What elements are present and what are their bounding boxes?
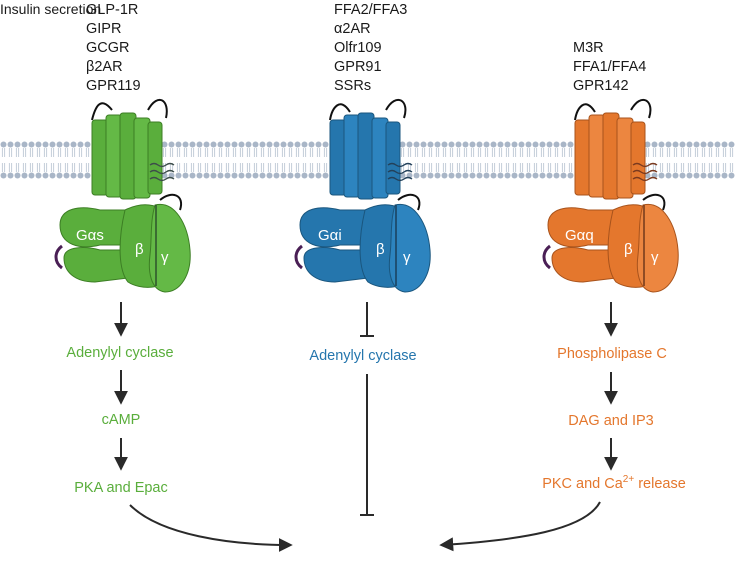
curved-arrow [129, 504, 293, 552]
receptor-name: M3R [573, 40, 604, 56]
receptor-name: Olfr109 [334, 40, 382, 56]
gs-g-protein [54, 203, 191, 293]
gamma-subunit-label: γ [403, 249, 411, 266]
gamma-subunit-label: γ [651, 249, 659, 266]
receptor-name: α2AR [334, 21, 371, 37]
gs-receptor-icon [91, 98, 183, 211]
alpha-subunit-label: Gαq [565, 227, 594, 244]
gq-receptor-icon [574, 98, 666, 211]
receptor-name: GIPR [86, 21, 121, 37]
receptor-name: FFA2/FFA3 [334, 2, 407, 18]
receptor-name: GPR142 [573, 78, 629, 94]
receptor-name: GLP-1R [86, 2, 138, 18]
receptor-name: GPR119 [86, 78, 141, 94]
gq-g-protein [542, 203, 679, 293]
receptor-name: GPR91 [334, 59, 382, 75]
receptor-name: GCGR [86, 40, 130, 56]
receptor-name: β2AR [86, 59, 123, 75]
receptor-name: SSRs [334, 78, 371, 94]
pathway-step: Adenylyl cyclase [66, 345, 173, 361]
pathway-step: cAMP [102, 412, 141, 428]
final-step-superscript: 2+ [623, 474, 635, 485]
final-step-prefix: PKC and Ca [542, 476, 624, 492]
pathway-step: PKC and Ca2+ release [542, 474, 686, 492]
beta-subunit-label: β [135, 241, 144, 258]
pathway-step: DAG and IP3 [568, 413, 653, 429]
alpha-subunit-label: Gαi [318, 227, 342, 244]
curved-arrow [439, 501, 601, 552]
pathway-step: PKA and Epac [74, 480, 168, 496]
beta-subunit-label: β [624, 241, 633, 258]
gs-column: Insulin secretion GLP-1R GIPR GCGR β2AR … [0, 1, 293, 552]
pathway-step: Adenylyl cyclase [309, 348, 416, 364]
pathway-step: Phospholipase C [557, 346, 667, 362]
final-step-suffix: release [634, 476, 686, 492]
receptor-name: FFA1/FFA4 [573, 59, 646, 75]
overlay-text: Insulin secretion [0, 1, 101, 17]
gi-receptor-icon [329, 98, 421, 211]
gq-column: M3R FFA1/FFA4 GPR142 Gαq β γ Phospholipa… [439, 40, 686, 552]
gi-g-protein [294, 203, 431, 293]
gi-column: FFA2/FFA3 α2AR Olfr109 GPR91 SSRs Gαi β … [294, 2, 431, 516]
beta-subunit-label: β [376, 241, 385, 258]
gamma-subunit-label: γ [161, 249, 169, 266]
alpha-subunit-label: Gαs [76, 227, 104, 244]
